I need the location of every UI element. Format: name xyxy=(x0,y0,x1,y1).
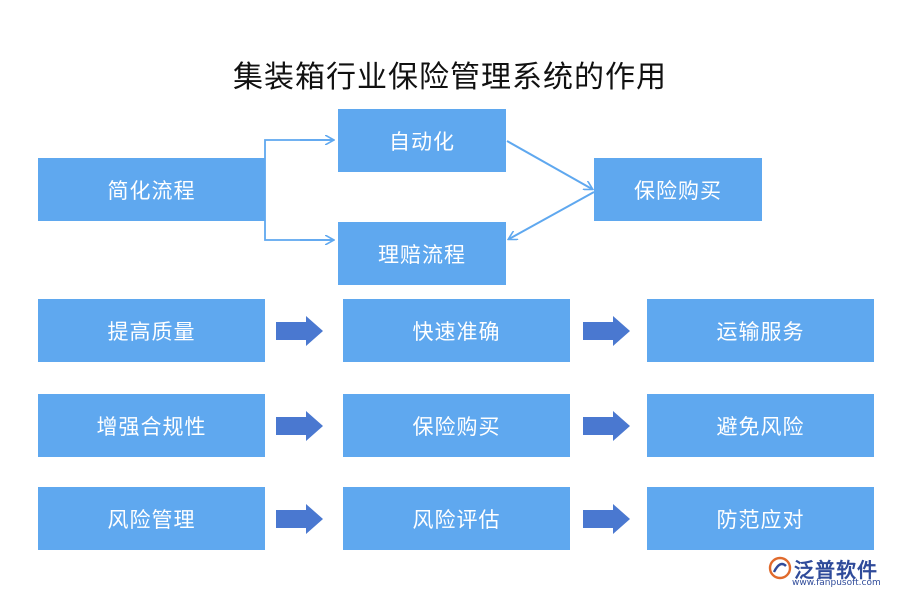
diagram-title: 集装箱行业保险管理系统的作用 xyxy=(233,60,667,95)
box-claims-process: 理赔流程 xyxy=(338,222,506,285)
row1-left-box: 提高质量 xyxy=(38,299,265,362)
block-arrow-row2-b xyxy=(583,411,630,441)
row3-left-box: 风险管理 xyxy=(38,487,265,550)
connector-split xyxy=(264,139,332,241)
row2-right-box: 避免风险 xyxy=(647,394,874,457)
connector-end-to-lower xyxy=(509,191,595,239)
logo-name: 泛普软件 xyxy=(794,558,878,582)
row2-middle-box: 保险购买 xyxy=(343,394,570,457)
block-arrow-row1-a xyxy=(276,316,323,346)
row3-middle-box: 风险评估 xyxy=(343,487,570,550)
block-arrow-row1-b xyxy=(583,316,630,346)
row1-middle-box: 快速准确 xyxy=(343,299,570,362)
row1-right-box: 运输服务 xyxy=(647,299,874,362)
row3-right-box: 防范应对 xyxy=(647,487,874,550)
block-arrow-row3-b xyxy=(583,504,630,534)
box-automation: 自动化 xyxy=(338,109,506,172)
row2-left-box: 增强合规性 xyxy=(38,394,265,457)
logo-icon xyxy=(768,556,792,580)
block-arrow-row2-a xyxy=(276,411,323,441)
brand-logo: 泛普软件 www.fanpusoft.com xyxy=(768,552,893,592)
logo-url: www.fanpusoft.com xyxy=(792,578,881,588)
connector-upper-to-end xyxy=(506,140,592,189)
block-arrow-row3-a xyxy=(276,504,323,534)
box-simplify-process: 简化流程 xyxy=(38,158,265,221)
box-insurance-purchase-top: 保险购买 xyxy=(594,158,762,221)
